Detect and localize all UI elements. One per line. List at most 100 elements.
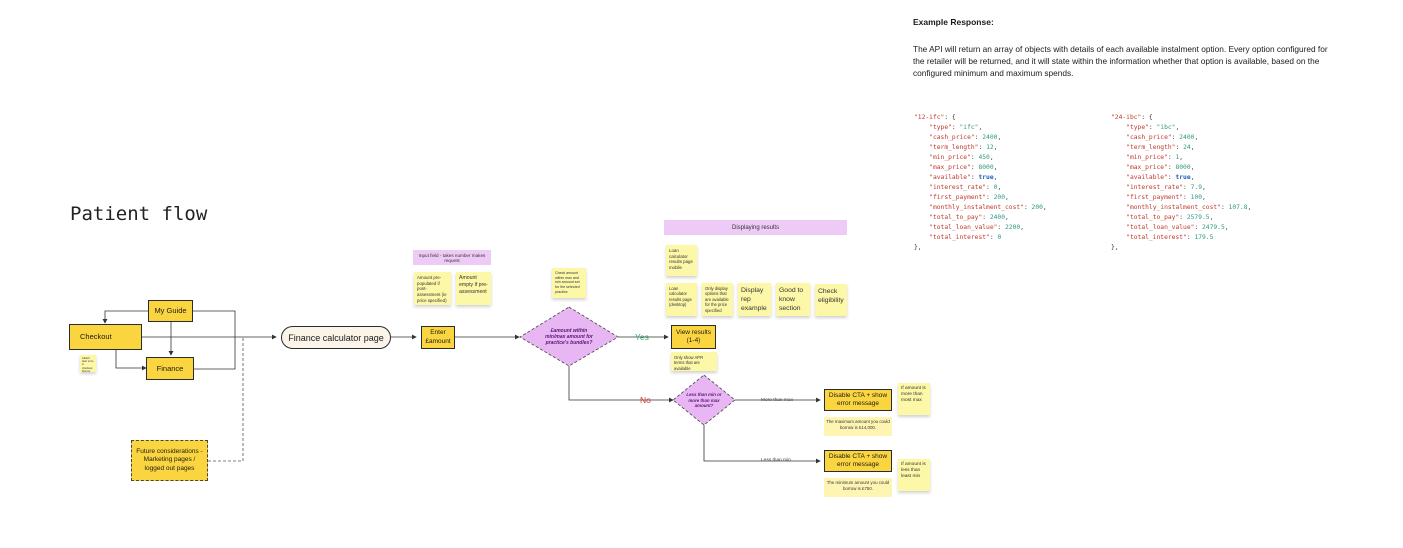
code-indent	[1111, 184, 1126, 191]
code-value: 107.8	[1228, 204, 1248, 211]
code-value: 8000	[978, 164, 994, 171]
code-line: "max_price": 8000,	[914, 163, 1047, 173]
response-paragraph: The API will return an array of objects …	[913, 44, 1328, 78]
node-checkout[interactable]: Checkout	[69, 324, 142, 350]
edge-label-less-than-min: Less than min	[761, 458, 791, 463]
code-punct: ,	[1194, 134, 1199, 141]
code-indent	[914, 184, 929, 191]
code-value: 2400	[1179, 134, 1195, 141]
note-checkout-tiny: Added later to be in checkout flow for t…	[80, 355, 96, 372]
code-punct: :	[970, 164, 979, 171]
code-indent	[914, 144, 929, 151]
code-key: "total_interest"	[1126, 234, 1187, 241]
code-line: "min_price": 1,	[1111, 153, 1251, 163]
code-line: "term_length": 12,	[914, 143, 1047, 153]
error-message-min: The minimum amount you could borrow is £…	[824, 478, 892, 497]
code-line: "24-ibc": {	[1111, 113, 1251, 123]
code-value: 200	[993, 194, 1006, 201]
code-block-12-ifc: "12-ifc": { "type": "ifc", "cash_price":…	[914, 113, 1047, 253]
code-indent	[914, 164, 929, 171]
decision-diamond-main	[519, 306, 619, 367]
note-check-eligibility: Check eligibility	[815, 284, 847, 316]
edge-decision-no	[568, 366, 674, 403]
code-punct: :	[970, 174, 979, 181]
code-punct: :	[1179, 214, 1187, 221]
code-punct: ,	[1175, 124, 1180, 131]
code-key: "total_loan_value"	[929, 224, 998, 231]
code-indent	[914, 214, 929, 221]
node-disable-cta-min[interactable]: Disable CTA + show error message	[824, 450, 892, 472]
code-value: 0	[993, 184, 998, 191]
decision-main-label: £amount within min/max amount for practi…	[545, 327, 593, 347]
node-finance[interactable]: Finance	[146, 357, 194, 380]
code-indent	[914, 174, 929, 181]
note-only-display: Only display options that are available …	[702, 283, 733, 316]
code-key: "min_price"	[1126, 154, 1168, 161]
code-punct: :	[986, 184, 994, 191]
code-punct: ,	[993, 144, 998, 151]
code-punct: ,	[1005, 194, 1009, 201]
note-check-amount: Check amount within max and min amount s…	[552, 268, 586, 298]
code-object-key: "24-ibc"	[1111, 114, 1142, 121]
code-key: "available"	[929, 174, 971, 181]
code-value: 450	[978, 154, 990, 161]
code-value: 2479.5	[1202, 224, 1225, 231]
code-value: true	[978, 174, 994, 181]
code-key: "monthly_instalment_cost"	[1126, 204, 1221, 211]
code-indent	[914, 134, 929, 141]
note-good-to-know: Good to know section	[776, 283, 810, 316]
code-value: 7.9	[1190, 184, 1203, 191]
code-punct: ,	[993, 164, 998, 171]
code-line: "12-ifc": {	[914, 113, 1047, 123]
node-view-results[interactable]: View results (1-4)	[671, 325, 716, 349]
code-line: "total_to_pay": 2579.5,	[1111, 213, 1251, 223]
node-enter-amount[interactable]: Enter £amount	[421, 326, 455, 349]
code-punct: : {	[944, 114, 956, 121]
edge-checkout-to-finance	[115, 350, 147, 371]
code-punct: ,	[1042, 204, 1047, 211]
code-key: "first_payment"	[929, 194, 987, 201]
code-key: "type"	[929, 124, 952, 131]
code-punct: :	[1220, 204, 1229, 211]
node-my-guide[interactable]: My Guide	[148, 300, 193, 322]
code-key: "first_payment"	[1126, 194, 1184, 201]
decision-diamond-minmax	[672, 374, 736, 426]
code-close: },	[914, 244, 922, 251]
code-punct: :	[1194, 224, 1203, 231]
code-line: "total_to_pay": 2400,	[914, 213, 1047, 223]
node-future-considerations[interactable]: Future considerations - Marketing pages …	[131, 440, 208, 481]
code-line: },	[1111, 243, 1251, 253]
code-value: 12	[986, 144, 994, 151]
code-line: "monthly_instalment_cost": 200,	[914, 203, 1047, 213]
code-key: "term_length"	[929, 144, 979, 151]
code-line: },	[914, 243, 1047, 253]
code-indent	[1111, 164, 1126, 171]
code-punct: ,	[1202, 184, 1206, 191]
node-disable-cta-max[interactable]: Disable CTA + show error message	[824, 389, 892, 411]
code-punct: :	[982, 214, 990, 221]
note-if-less-than-min: If amount is less than least min	[898, 459, 930, 491]
note-amount-prepopulated: Amount pre-populated if post-assessment …	[414, 272, 451, 305]
code-value: 200	[1031, 204, 1043, 211]
code-line: "term_length": 24,	[1111, 143, 1251, 153]
code-punct: :	[1167, 154, 1176, 161]
node-finance-calculator-page[interactable]: Finance calculator page	[281, 326, 391, 349]
code-indent	[1111, 124, 1126, 131]
code-punct: :	[974, 134, 983, 141]
code-punct: ,	[1190, 174, 1195, 181]
code-punct: :	[1171, 134, 1180, 141]
code-punct: ,	[1020, 224, 1024, 231]
code-line: "cash_price": 2400,	[914, 133, 1047, 143]
code-punct: ,	[997, 184, 1002, 191]
code-key: "max_price"	[1126, 164, 1168, 171]
code-key: "total_loan_value"	[1126, 224, 1195, 231]
code-indent	[1111, 144, 1126, 151]
code-line: "max_price": 8000,	[1111, 163, 1251, 173]
note-input-field: Input field - takes number makes request	[413, 250, 491, 265]
code-indent	[1111, 224, 1126, 231]
code-line: "total_loan_value": 2479.5,	[1111, 223, 1251, 233]
code-value: true	[1175, 174, 1191, 181]
code-punct: ,	[1179, 154, 1184, 161]
code-punct: :	[997, 224, 1006, 231]
